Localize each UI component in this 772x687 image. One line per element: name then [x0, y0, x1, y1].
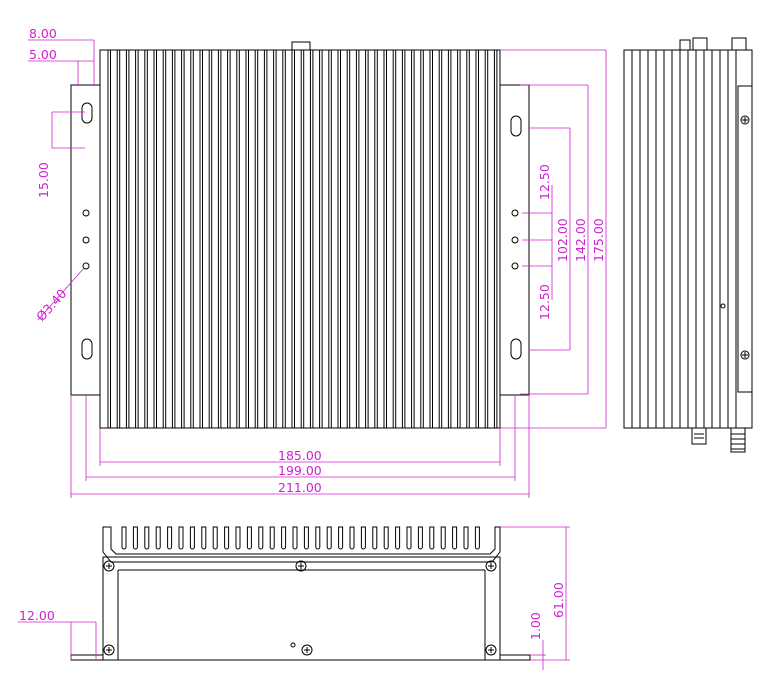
front-screws — [103, 560, 497, 656]
front-fin — [144, 526, 150, 550]
left-mounting-bracket — [70, 84, 101, 396]
side-top-connector-3 — [731, 37, 747, 51]
top-connector — [291, 41, 311, 51]
front-fin — [452, 526, 458, 550]
side-screw-top — [740, 115, 750, 125]
front-view-body — [102, 556, 501, 661]
front-fin — [326, 526, 332, 550]
front-fin — [406, 526, 412, 550]
screw-icon — [485, 644, 497, 656]
dim-175: 175.00 — [591, 218, 606, 262]
front-view — [70, 526, 531, 661]
front-fin — [303, 526, 309, 550]
front-fin — [429, 526, 435, 550]
heatsink-fins — [107, 50, 498, 428]
front-fin — [155, 526, 161, 550]
screw-icon — [103, 560, 115, 572]
dim-211: 211.00 — [278, 480, 322, 495]
dim-12: 12.00 — [19, 608, 55, 623]
front-fin — [224, 526, 230, 550]
screw-icon — [295, 560, 307, 572]
front-fin — [395, 526, 401, 550]
front-fin — [315, 526, 321, 550]
screw-icon — [485, 560, 497, 572]
front-fin — [349, 526, 355, 550]
side-bottom-connector-1 — [691, 427, 707, 445]
dim-12-50-top: 12.50 — [537, 164, 552, 200]
dim-61: 61.00 — [551, 582, 566, 618]
dim-15: 15.00 — [36, 162, 51, 198]
side-top-connector-2 — [692, 37, 708, 51]
front-fin — [269, 526, 275, 550]
front-fin — [121, 526, 127, 550]
front-fin — [189, 526, 195, 550]
front-fin — [474, 526, 480, 550]
front-fin — [132, 526, 138, 550]
front-fin — [212, 526, 218, 550]
right-flange — [499, 654, 531, 661]
front-fin — [201, 526, 207, 550]
screw-icon — [301, 644, 313, 656]
front-fin — [235, 526, 241, 550]
side-bottom-antenna — [730, 427, 746, 453]
front-fin — [281, 526, 287, 550]
front-fin — [292, 526, 298, 550]
dimensions-layer — [18, 39, 607, 670]
front-view-outline — [102, 526, 501, 563]
side-view — [623, 37, 753, 453]
front-fin — [360, 526, 366, 550]
front-fin — [463, 526, 469, 550]
dim-102: 102.00 — [555, 218, 570, 262]
side-screw-bottom — [740, 350, 750, 360]
dim-199: 199.00 — [278, 463, 322, 478]
dim-8: 8.00 — [29, 26, 57, 41]
dim-5: 5.00 — [29, 47, 57, 62]
front-fins — [121, 526, 480, 550]
front-fin — [440, 526, 446, 550]
front-fin — [417, 526, 423, 550]
top-view-body — [99, 49, 501, 429]
front-fin — [383, 526, 389, 550]
dim-diameter: Ø3.40 — [33, 286, 69, 324]
left-flange — [70, 654, 104, 661]
dim-12-50-bottom: 12.50 — [537, 284, 552, 320]
screw-icon — [103, 644, 115, 656]
side-bracket — [737, 85, 753, 393]
front-fin — [246, 526, 252, 550]
top-view — [70, 41, 530, 429]
front-fin — [258, 526, 264, 550]
dim-142: 142.00 — [573, 218, 588, 262]
dim-185: 185.00 — [278, 448, 322, 463]
dim-1: 1.00 — [528, 612, 543, 640]
front-fin — [178, 526, 184, 550]
front-fin — [338, 526, 344, 550]
side-fins — [631, 50, 737, 428]
side-top-connector-1 — [679, 39, 691, 51]
front-fin — [167, 526, 173, 550]
front-fin — [372, 526, 378, 550]
